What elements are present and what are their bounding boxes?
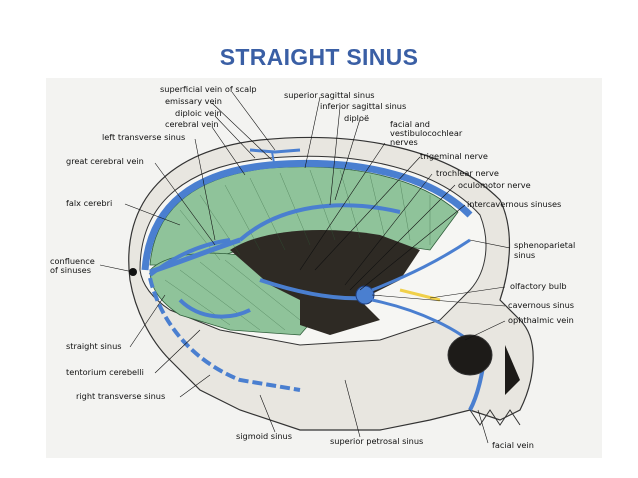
- label-confluence-line2: of sinuses: [50, 265, 91, 275]
- label-sphenoparietal-line1: sphenoparietal: [514, 240, 576, 250]
- label-sigmoid-sinus: sigmoid sinus: [236, 431, 292, 441]
- middle-fossa: [300, 300, 380, 335]
- label-cavernous-sinus: cavernous sinus: [508, 300, 575, 310]
- label-facial-and-line2: vestibulocochlear: [390, 128, 463, 138]
- label-tentorium-cerebelli: tentorium cerebelli: [66, 367, 144, 377]
- orbit: [447, 334, 493, 376]
- label-superficial-vein-of-scalp: superficial vein of scalp: [160, 84, 257, 94]
- superior-sagittal-sinus: [141, 159, 473, 271]
- olfactory-bulb: [399, 288, 441, 302]
- label-sphenoparietal-line2: sinus: [514, 250, 536, 260]
- inferior-sagittal-sinus: [238, 203, 401, 242]
- label-facial-vein: facial vein: [492, 440, 534, 450]
- label-intercavernous-sinuses: intercavernous sinuses: [467, 199, 562, 209]
- label-left-transverse-sinus: left transverse sinus: [102, 132, 186, 142]
- label-falx-cerebri: falx cerebri: [66, 198, 113, 208]
- label-superior-sagittal-sinus: superior sagittal sinus: [284, 90, 375, 100]
- label-confluence-line1: confluence: [50, 256, 95, 266]
- nasal-cavity: [505, 345, 520, 395]
- label-emissary-vein: emissary vein: [165, 96, 222, 106]
- label-right-transverse-sinus: right transverse sinus: [76, 391, 166, 401]
- emissary-vein: [271, 151, 276, 169]
- label-inferior-sagittal-sinus: inferior sagittal sinus: [320, 101, 407, 111]
- label-cerebral-vein: cerebral vein: [165, 119, 219, 129]
- label-diploic-vein: diploic vein: [175, 108, 222, 118]
- page-title: STRAIGHT SINUS: [219, 44, 419, 70]
- label-straight-sinus: straight sinus: [66, 341, 122, 351]
- superior-petrosal-sinus: [259, 278, 366, 301]
- label-oculomotor-nerve: oculomotor nerve: [458, 180, 531, 190]
- teeth: [469, 409, 521, 426]
- right-transverse-sinus: [148, 277, 301, 392]
- sigmoid-sinus: [178, 298, 251, 319]
- label-diploe: diploë: [344, 113, 369, 123]
- left-transverse-sinus: [148, 238, 231, 277]
- label-facial-and-line1: facial and: [390, 119, 430, 129]
- label-great-cerebral-vein: great cerebral vein: [66, 156, 144, 166]
- label-trigeminal-nerve: trigeminal nerve: [420, 151, 488, 161]
- sphenoparietal-sinus: [371, 238, 471, 292]
- label-facial-and-line3: nerves: [390, 137, 418, 147]
- label-superior-petrosal-sinus: superior petrosal sinus: [330, 436, 424, 446]
- label-ophthalmic-vein: ophthalmic vein: [508, 315, 574, 325]
- label-olfactory-bulb: olfactory bulb: [510, 281, 567, 291]
- superficial-vein-of-scalp: [249, 148, 301, 154]
- cavernous-sinus: [355, 285, 375, 305]
- label-trochlear-nerve: trochlear nerve: [436, 168, 499, 178]
